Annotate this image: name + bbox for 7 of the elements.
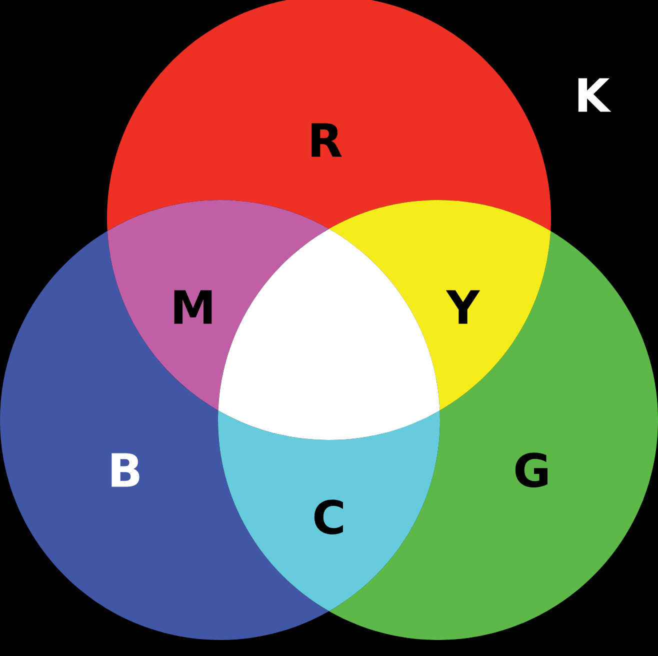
circle-label: G	[515, 452, 548, 488]
circle-label: B	[112, 453, 140, 487]
circle-label: R	[312, 123, 342, 157]
region-label: M	[174, 290, 212, 324]
region-label: C	[314, 500, 343, 534]
region-label: Y	[446, 290, 480, 324]
corner-label: K	[578, 78, 612, 112]
